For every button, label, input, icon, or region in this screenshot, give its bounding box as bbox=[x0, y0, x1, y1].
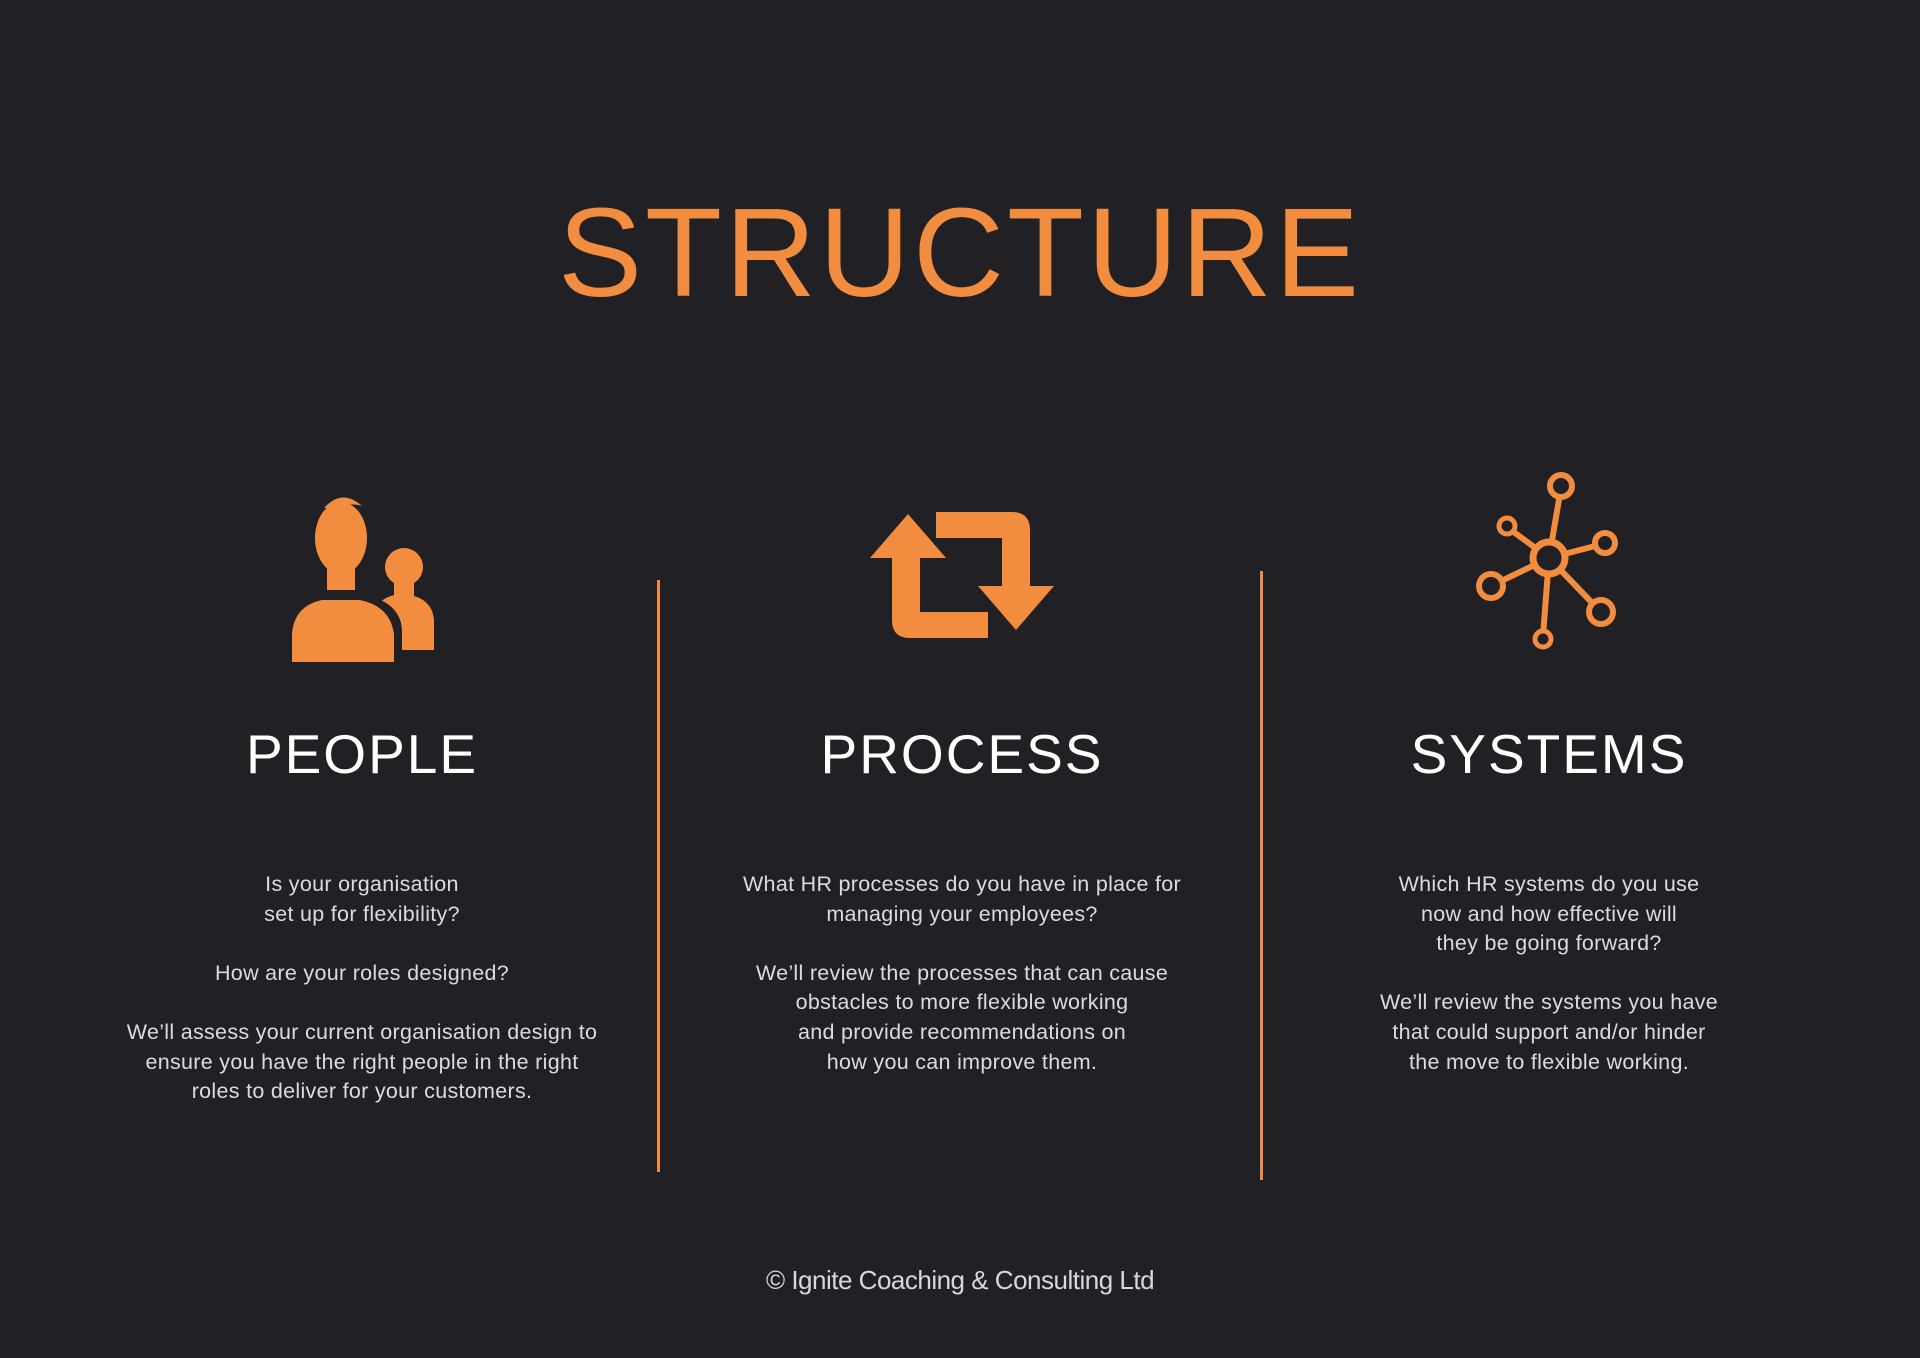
text-line: the move to flexible working. bbox=[1409, 1049, 1689, 1074]
text-line: How are your roles designed? bbox=[214, 960, 510, 985]
process-paragraph-1: What HR processes do you have in place f… bbox=[662, 870, 1262, 929]
text-line: that could support and/or hinder bbox=[1392, 1019, 1706, 1044]
network-hub-icon bbox=[1249, 460, 1849, 660]
systems-paragraph-2: We’ll review the systems you have that c… bbox=[1249, 988, 1849, 1077]
people-paragraph-1: Is your organisation set up for flexibil… bbox=[62, 870, 662, 929]
column-divider-right bbox=[1260, 571, 1263, 1180]
people-heading: PEOPLE bbox=[245, 723, 479, 785]
people-paragraph-3: We’ll assess your current organisation d… bbox=[62, 1018, 662, 1107]
systems-body: Which HR systems do you use now and how … bbox=[1249, 870, 1849, 1077]
process-body: What HR processes do you have in place f… bbox=[662, 870, 1262, 1077]
systems-paragraph-1: Which HR systems do you use now and how … bbox=[1249, 870, 1849, 959]
text-line: managing your employees? bbox=[826, 901, 1098, 926]
text-line: obstacles to more flexible working bbox=[795, 990, 1129, 1015]
people-icon bbox=[62, 460, 662, 662]
copyright-footer: © Ignite Coaching & Consulting Ltd bbox=[765, 1265, 1155, 1295]
text-line: We’ll review the systems you have bbox=[1379, 990, 1719, 1015]
people-body: Is your organisation set up for flexibil… bbox=[62, 870, 662, 1107]
text-line: Which HR systems do you use bbox=[1398, 872, 1700, 896]
text-line: Is your organisation bbox=[265, 872, 459, 896]
text-line: they be going forward? bbox=[1436, 931, 1662, 956]
text-line: What HR processes do you have in place f… bbox=[742, 872, 1182, 896]
systems-heading: SYSTEMS bbox=[1410, 723, 1688, 785]
text-line: roles to deliver for your customers. bbox=[191, 1079, 533, 1104]
cycle-arrows-icon bbox=[662, 460, 1262, 660]
page-title: STRUCTURE bbox=[558, 182, 1362, 323]
text-line: We’ll assess your current organisation d… bbox=[126, 1019, 598, 1044]
text-line: ensure you have the right people in the … bbox=[145, 1049, 579, 1074]
text-line: set up for flexibility? bbox=[264, 901, 460, 926]
column-divider-left bbox=[657, 580, 660, 1172]
text-line: and provide recommendations on bbox=[797, 1019, 1127, 1044]
text-line: now and how effective will bbox=[1421, 901, 1677, 926]
process-heading: PROCESS bbox=[820, 723, 1104, 785]
process-paragraph-2: We’ll review the processes that can caus… bbox=[662, 959, 1262, 1077]
text-line: We’ll review the processes that can caus… bbox=[755, 960, 1169, 985]
text-line: how you can improve them. bbox=[826, 1049, 1098, 1074]
people-paragraph-2: How are your roles designed? bbox=[62, 959, 662, 989]
